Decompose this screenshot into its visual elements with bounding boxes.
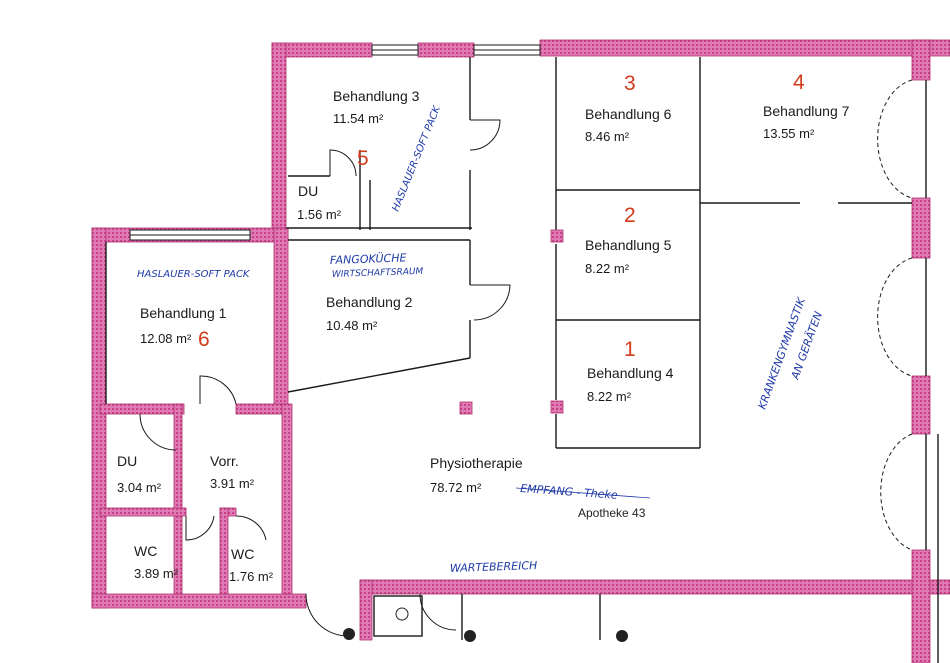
room-name-vorr: Vorr.	[210, 453, 239, 469]
room-number-behandlung-6: 3	[624, 72, 636, 95]
wall-top-right	[539, 39, 950, 57]
wall-vorr-right	[281, 403, 293, 595]
room-number-behandlung-7: 4	[793, 71, 805, 94]
room-area-behandlung-2: 10.48 m²	[326, 318, 378, 333]
door-wc2	[235, 515, 267, 541]
column-2	[550, 400, 564, 414]
room-name-behandlung-7: Behandlung 7	[763, 103, 850, 119]
room-name-du-2: DU	[117, 453, 137, 469]
wall-bottom-left	[91, 593, 307, 609]
windows	[129, 44, 541, 241]
room-number-behandlung-5: 2	[624, 204, 636, 227]
wall-wc-top	[99, 507, 187, 517]
interior-partitions	[105, 57, 939, 663]
room-area-physiotherapie: 78.72 m²	[430, 480, 482, 495]
room-number-behandlung-4: 1	[624, 338, 636, 361]
room-name-wc-1: WC	[134, 543, 157, 559]
room-name-du-1: DU	[298, 183, 318, 199]
wall-behandlung1-bottom-b	[235, 403, 289, 415]
wall-left-outer	[91, 227, 107, 609]
door-wc1	[185, 515, 215, 541]
wall-top-mid	[417, 42, 475, 58]
room-area-behandlung-1: 12.08 m²	[140, 331, 192, 346]
wall-right-3	[911, 375, 931, 435]
room-labels: Behandlung 3 11.54 m² Behandlung 6 8.46 …	[117, 88, 850, 584]
door-storage	[419, 593, 457, 631]
room-name-behandlung-2: Behandlung 2	[326, 294, 413, 310]
room-area-behandlung-7: 13.55 m²	[763, 126, 815, 141]
room-number-behandlung-1: 6	[198, 328, 210, 351]
door-right-1	[877, 79, 913, 199]
wall-top-left	[271, 42, 373, 58]
room-name-behandlung-3: Behandlung 3	[333, 88, 420, 104]
room-name-behandlung-1: Behandlung 1	[140, 305, 227, 321]
door-du-small	[329, 149, 357, 177]
columns	[459, 229, 564, 415]
printed-note-apotheke: Apotheke 43	[578, 506, 646, 520]
column-3	[459, 401, 473, 415]
handwritten-notes: HASLAUER-SOFT PACK FANGOKÜCHE WIRTSCHAFT…	[137, 103, 825, 575]
wall-du-right	[173, 403, 183, 595]
room-name-behandlung-6: Behandlung 6	[585, 106, 672, 122]
room-area-behandlung-4: 8.22 m²	[587, 389, 632, 404]
wall-behandlung1-right	[273, 227, 289, 409]
room-area-behandlung-5: 8.22 m²	[585, 261, 630, 276]
room-name-behandlung-4: Behandlung 4	[587, 365, 674, 381]
room-area-du-2: 3.04 m²	[117, 480, 162, 495]
wall-bottom-right	[359, 579, 950, 595]
room-number-behandlung-3: 5	[357, 147, 369, 170]
wall-behandlung1-bottom-a	[99, 403, 185, 415]
door-behandlung3	[469, 119, 501, 151]
note-fangokueche: FANGOKÜCHE	[330, 251, 407, 267]
room-area-wc-1: 3.89 m²	[134, 566, 179, 581]
wall-right-2	[911, 197, 931, 259]
wall-wc-divider	[219, 507, 229, 595]
wall-left-upper	[271, 42, 287, 241]
note-wartebereich: WARTEBEREICH	[450, 559, 538, 575]
note-haslauer-soft-pack-left: HASLAUER-SOFT PACK	[137, 269, 251, 280]
bottom-markers	[343, 607, 628, 642]
doors	[139, 79, 913, 637]
empfang-underline	[515, 487, 651, 499]
door-entrance	[305, 593, 349, 637]
room-name-physiotherapie: Physiotherapie	[430, 455, 523, 471]
door-behandlung1	[199, 375, 237, 405]
column-1	[550, 229, 564, 243]
room-area-behandlung-3: 11.54 m²	[333, 111, 384, 126]
toilet-bowl	[395, 607, 409, 621]
room-area-wc-2: 1.76 m²	[229, 569, 274, 584]
room-area-vorr: 3.91 m²	[210, 476, 255, 491]
note-wirtschaftsraum: WIRTSCHAFTSRAUM	[332, 267, 424, 280]
door-behandlung2	[470, 284, 511, 321]
room-name-behandlung-5: Behandlung 5	[585, 237, 672, 253]
note-haslauer-soft-pack-top: HASLAUER-SOFT PACK	[391, 103, 444, 213]
door-right-2	[877, 257, 913, 377]
wall-right-4	[911, 549, 931, 663]
room-area-behandlung-6: 8.46 m²	[585, 129, 630, 144]
door-du	[139, 413, 177, 451]
marker-3	[616, 630, 628, 642]
marker-2	[464, 630, 476, 642]
room-name-wc-2: WC	[231, 546, 254, 562]
room-numbers: 3 4 2 1 5 6	[198, 71, 805, 361]
marker-1	[343, 628, 355, 640]
door-right-3	[880, 433, 913, 551]
wall-bottom-stub	[359, 579, 373, 641]
wall-right-1	[911, 39, 931, 81]
room-area-du-1: 1.56 m²	[297, 207, 342, 222]
